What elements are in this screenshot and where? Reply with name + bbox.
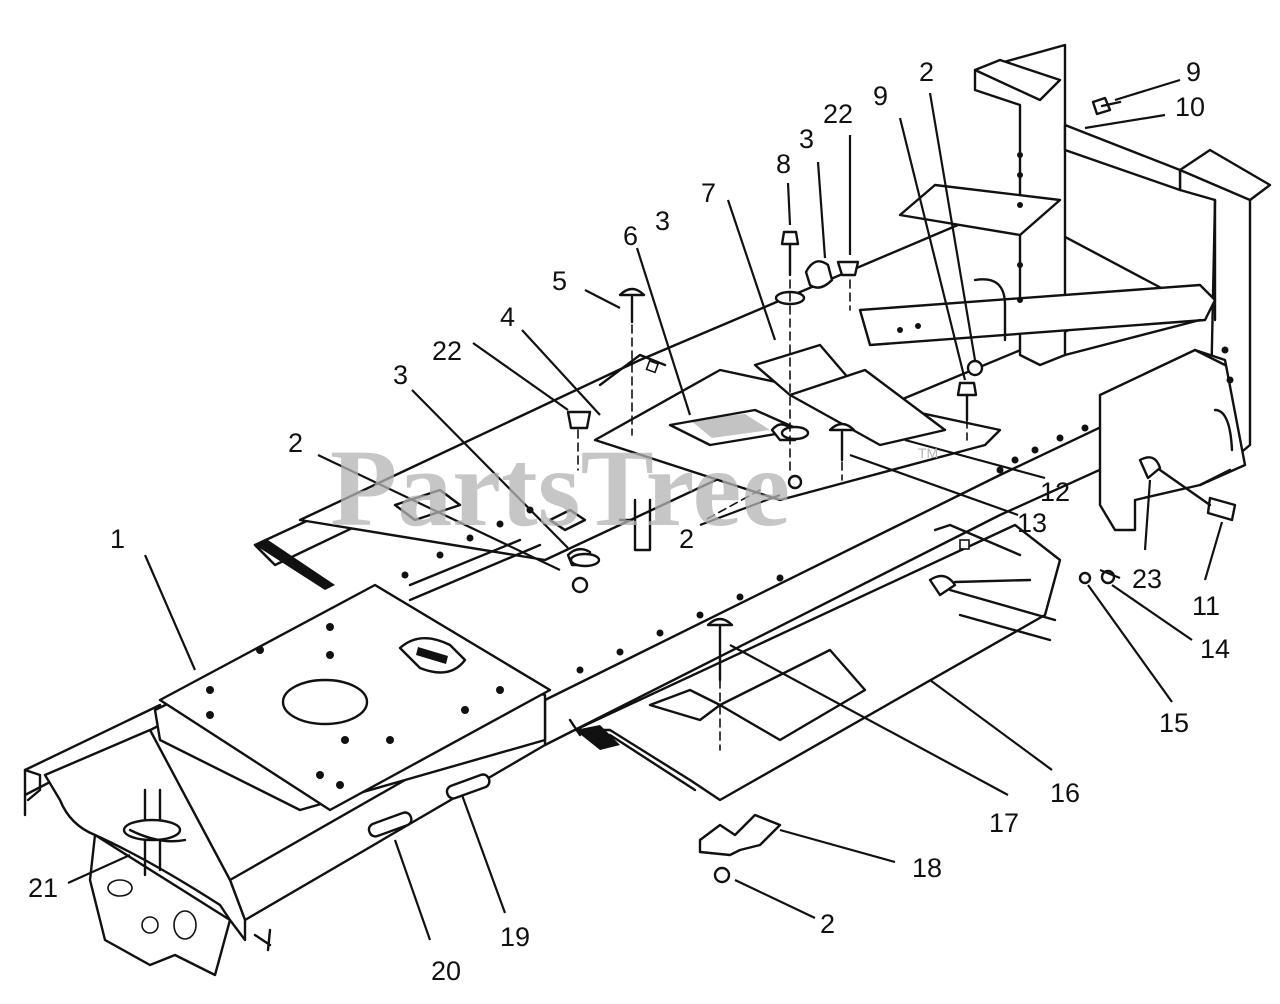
callout-15: 15 xyxy=(1159,708,1189,738)
callout-17: 17 xyxy=(989,808,1019,838)
callout-6: 6 xyxy=(623,221,638,251)
front-end xyxy=(23,583,552,977)
watermark-text: PartsTree xyxy=(330,427,790,549)
callout-5: 5 xyxy=(552,266,567,296)
callout-12: 12 xyxy=(1040,477,1070,507)
callout-8: 8 xyxy=(776,149,791,179)
callout-2-bottom: 2 xyxy=(820,909,835,939)
callout-19: 19 xyxy=(500,922,530,952)
callout-22-top: 22 xyxy=(823,99,853,129)
callout-2-center: 2 xyxy=(679,524,694,554)
callout-3-top: 3 xyxy=(799,124,814,154)
callout-1: 1 xyxy=(110,524,125,554)
callout-18: 18 xyxy=(912,853,942,883)
callout-20: 20 xyxy=(431,956,461,986)
callout-11: 11 xyxy=(1192,591,1220,621)
callout-9-center: 9 xyxy=(873,81,888,111)
callout-16: 16 xyxy=(1050,778,1080,808)
frame-inner-detail xyxy=(255,488,652,602)
callout-labels: 1 2 2 2 2 3 3 3 4 5 6 7 8 9 9 10 11 12 1… xyxy=(28,57,1230,986)
callout-9-top: 9 xyxy=(1186,57,1201,87)
callout-7: 7 xyxy=(701,178,716,208)
callout-21: 21 xyxy=(28,873,58,903)
callout-2-top: 2 xyxy=(919,57,934,87)
watermark-trademark: TM xyxy=(918,445,938,461)
callout-13: 13 xyxy=(1017,508,1047,538)
watermark: PartsTree TM xyxy=(330,427,938,549)
callout-3-center: 3 xyxy=(655,206,670,236)
callout-14: 14 xyxy=(1200,634,1230,664)
callout-23: 23 xyxy=(1132,564,1162,594)
leader-lines xyxy=(67,78,1224,941)
callout-3-left: 3 xyxy=(393,360,408,390)
callout-10: 10 xyxy=(1175,92,1205,122)
callout-22-left: 22 xyxy=(432,336,462,366)
hardware xyxy=(566,96,1237,884)
callout-2-left: 2 xyxy=(288,428,303,458)
assembly-lines xyxy=(577,279,968,751)
callout-4: 4 xyxy=(500,302,515,332)
